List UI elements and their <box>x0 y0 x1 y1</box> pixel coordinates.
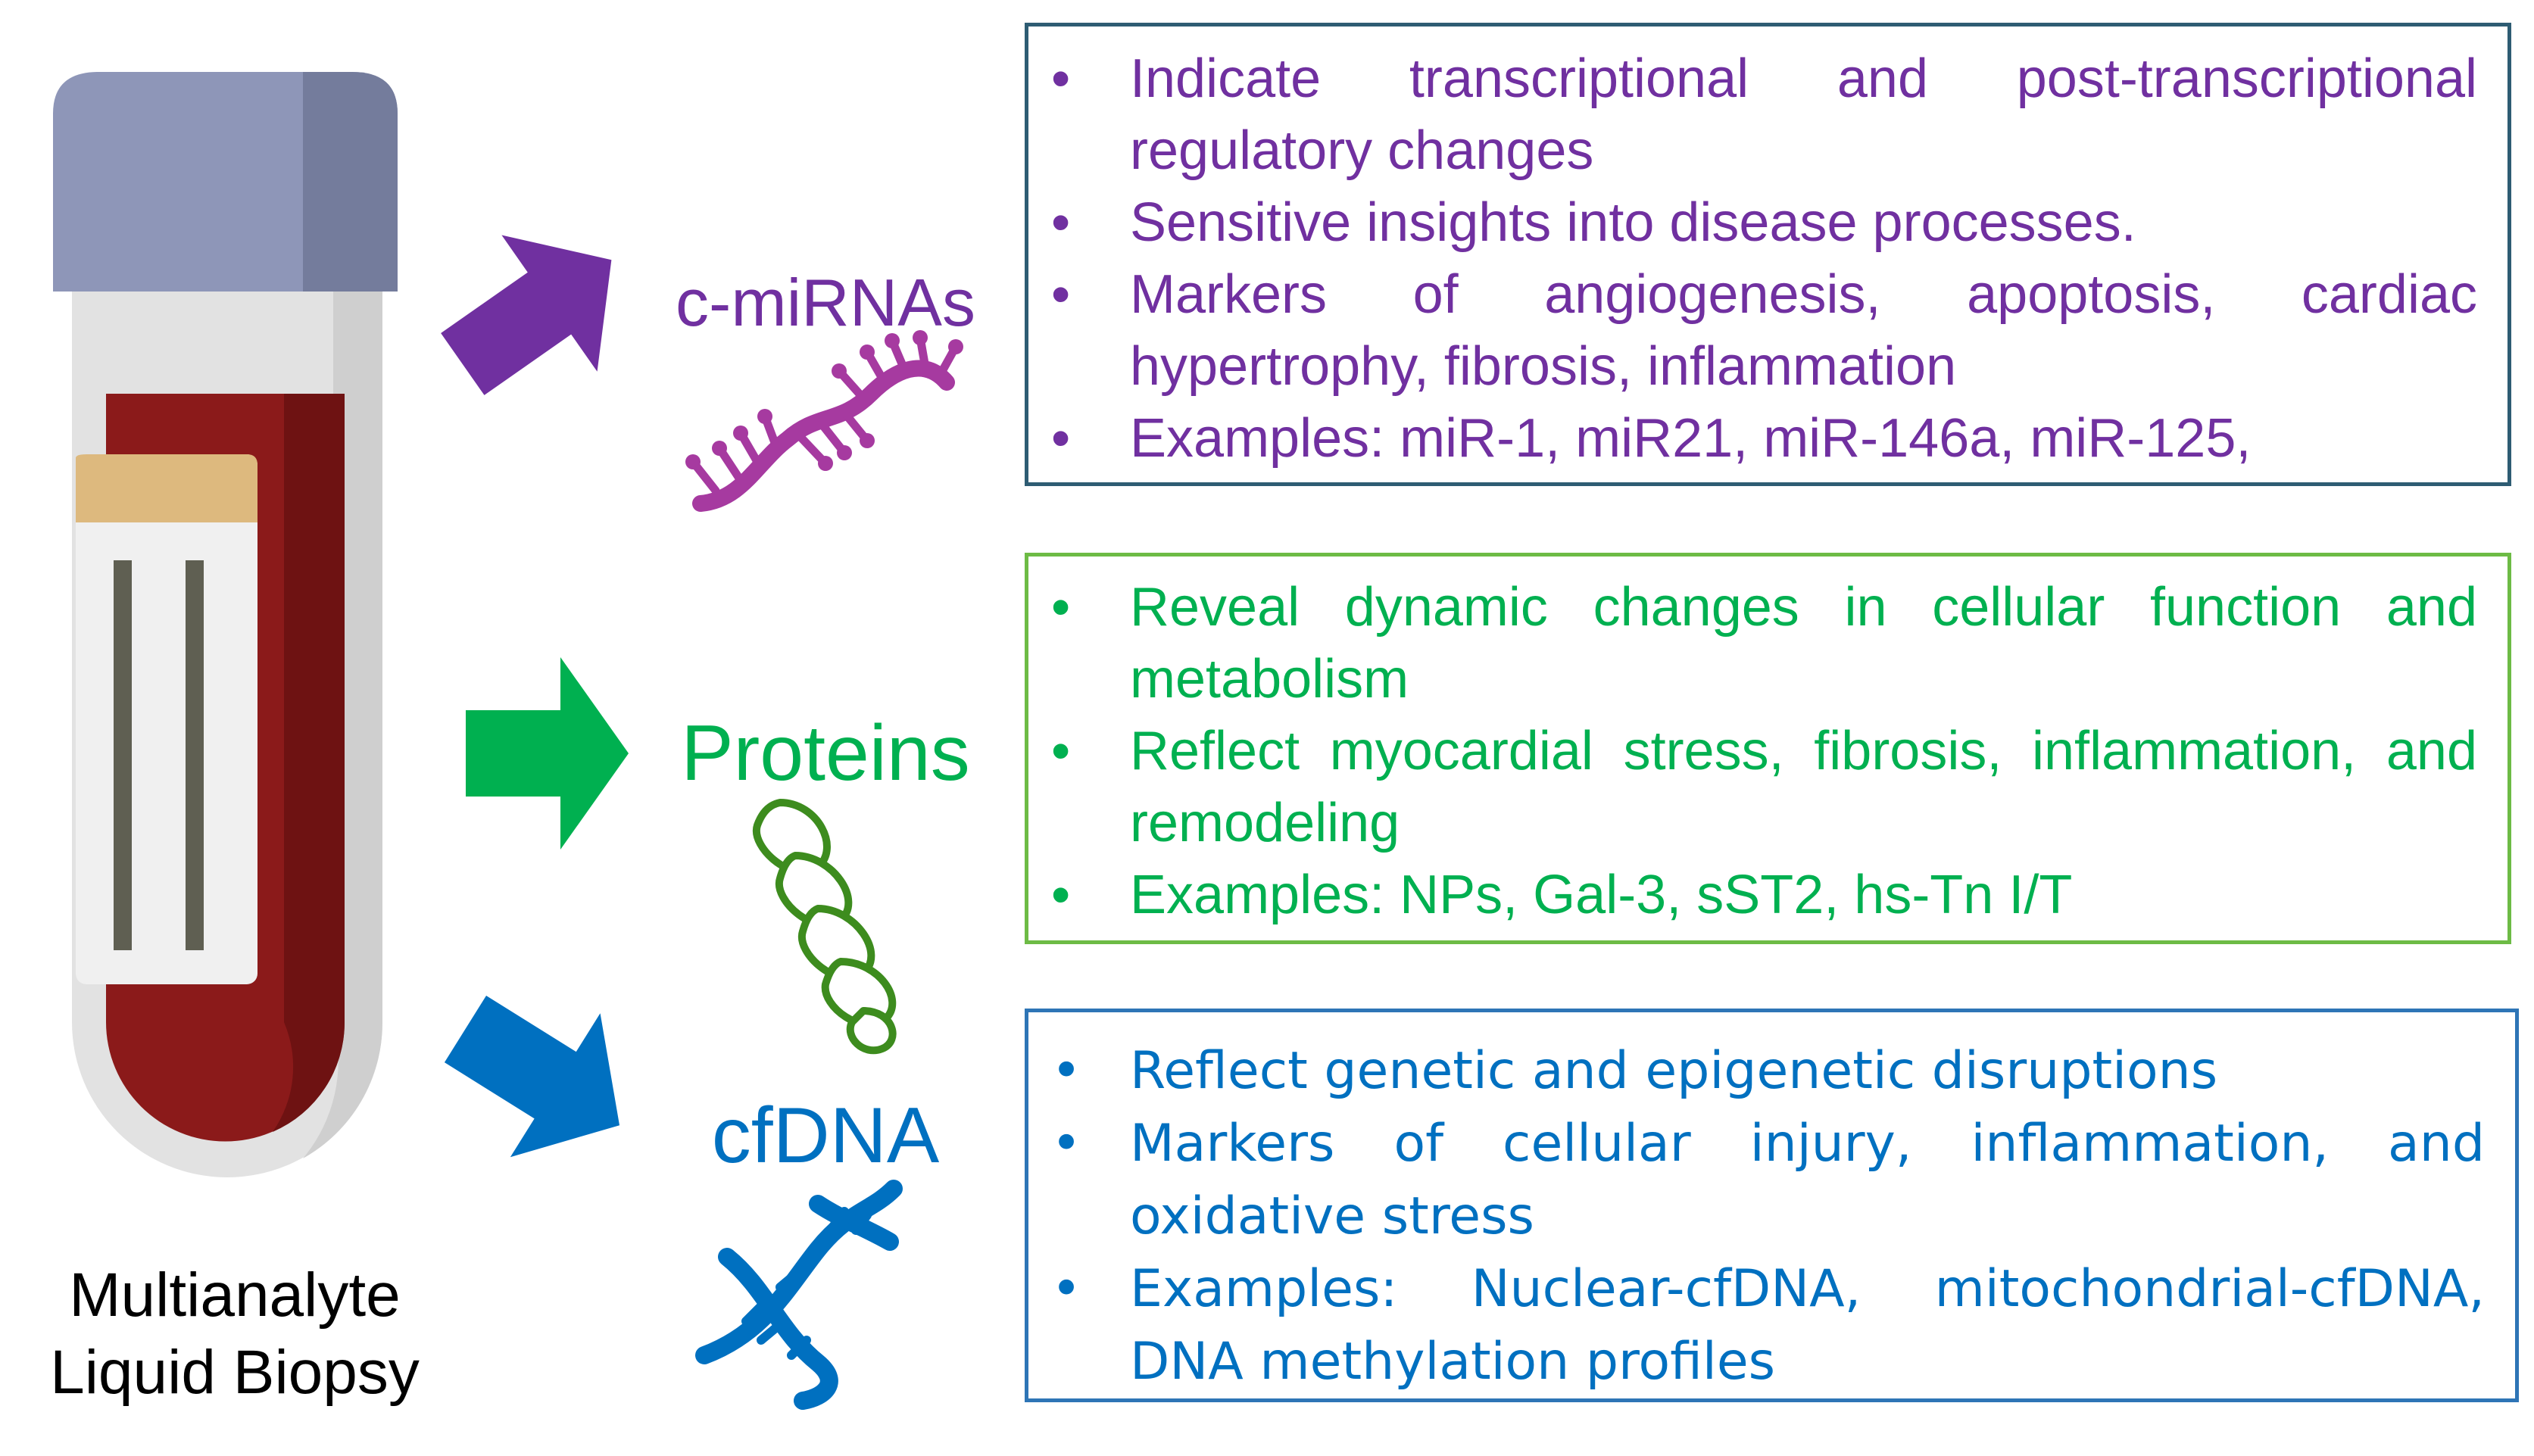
rna-strand-icon <box>685 330 963 512</box>
blood-shade <box>273 394 345 1132</box>
c-mirnas-info-box: Indicate transcriptional and post-transc… <box>1025 23 2511 486</box>
dna-double-helix-icon <box>695 1180 903 1410</box>
c-mirnas-bullet-1: Indicate transcriptional and post-transc… <box>1028 43 2477 187</box>
label-proteins: Proteins <box>681 709 970 797</box>
cfdna-bullet-list: Reflect genetic and epigenetic disruptio… <box>1028 1035 2485 1398</box>
c-mirnas-bullet-list: Indicate transcriptional and post-transc… <box>1028 43 2477 475</box>
tube-caption-line-1: Multianalyte <box>69 1261 401 1330</box>
cfdna-bullet-2: Markers of cellular injury, inflammation… <box>1028 1108 2485 1253</box>
c-mirnas-bullet-2: Sensitive insights into disease processe… <box>1028 187 2477 259</box>
barcode-line-1 <box>114 560 132 950</box>
sample-label-tab <box>76 454 257 522</box>
cfdna-bullet-1: Reflect genetic and epigenetic disruptio… <box>1028 1035 2485 1108</box>
arrow-to-cfdna <box>444 995 620 1158</box>
proteins-info-box: Reveal dynamic changes in cellular funct… <box>1025 553 2511 944</box>
cfdna-bullet-3: Examples: Nuclear-cfDNA, mitochondrial-c… <box>1028 1253 2485 1398</box>
tube-caption-line-2: Liquid Biopsy <box>50 1338 420 1407</box>
proteins-bullet-1: Reveal dynamic changes in cellular funct… <box>1028 572 2477 716</box>
tube-cap-shade <box>303 72 398 292</box>
arrow-to-proteins <box>466 657 629 850</box>
label-c-mirnas: c-miRNAs <box>676 265 975 340</box>
barcode-line-2 <box>186 560 204 950</box>
c-mirnas-bullet-4: Examples: miR-1, miR21, miR-146a, miR-12… <box>1028 403 2477 475</box>
sample-label-sticker <box>76 454 257 984</box>
tube-caption: Multianalyte Liquid Biopsy <box>0 1257 470 1411</box>
proteins-bullet-3: Examples: NPs, Gal-3, sST2, hs-Tn I/T <box>1028 859 2477 931</box>
label-cfdna: cfDNA <box>711 1092 940 1180</box>
protein-helix-icon <box>752 799 897 1055</box>
proteins-bullet-list: Reveal dynamic changes in cellular funct… <box>1028 572 2477 931</box>
arrow-to-c-mirnas <box>441 235 612 395</box>
blood-tube-icon <box>53 72 398 1177</box>
c-mirnas-bullet-3: Markers of angiogenesis, apoptosis, card… <box>1028 259 2477 403</box>
cfdna-info-box: Reflect genetic and epigenetic disruptio… <box>1025 1009 2519 1402</box>
proteins-bullet-2: Reflect myocardial stress, fibrosis, inf… <box>1028 716 2477 859</box>
